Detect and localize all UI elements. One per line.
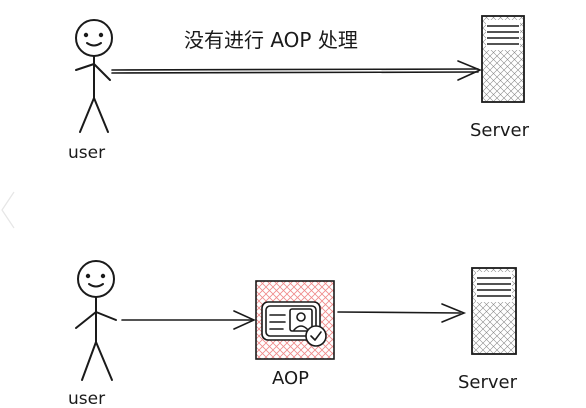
top-user-head bbox=[75, 19, 113, 57]
aop-box bbox=[255, 280, 335, 360]
aop-label: AOP bbox=[272, 368, 309, 389]
bottom-server-icon bbox=[471, 267, 517, 355]
top-user-label: user bbox=[68, 143, 105, 163]
bottom-user-label: user bbox=[68, 389, 105, 408]
faint-chevron-decoration bbox=[1, 191, 15, 229]
top-direct-arrow bbox=[111, 60, 483, 81]
bottom-server-label: Server bbox=[458, 372, 518, 393]
arrow-user-to-aop bbox=[121, 310, 256, 330]
arrow-aop-to-server bbox=[337, 303, 467, 323]
top-arrow-label: 没有进行 AOP 处理 bbox=[184, 28, 358, 52]
top-user-figure bbox=[75, 19, 113, 133]
top-server-icon bbox=[481, 15, 525, 103]
bottom-user-head bbox=[77, 260, 115, 298]
top-server-label: Server bbox=[470, 120, 530, 141]
id-card-check-icon bbox=[261, 301, 327, 347]
bottom-user-figure bbox=[75, 260, 117, 381]
